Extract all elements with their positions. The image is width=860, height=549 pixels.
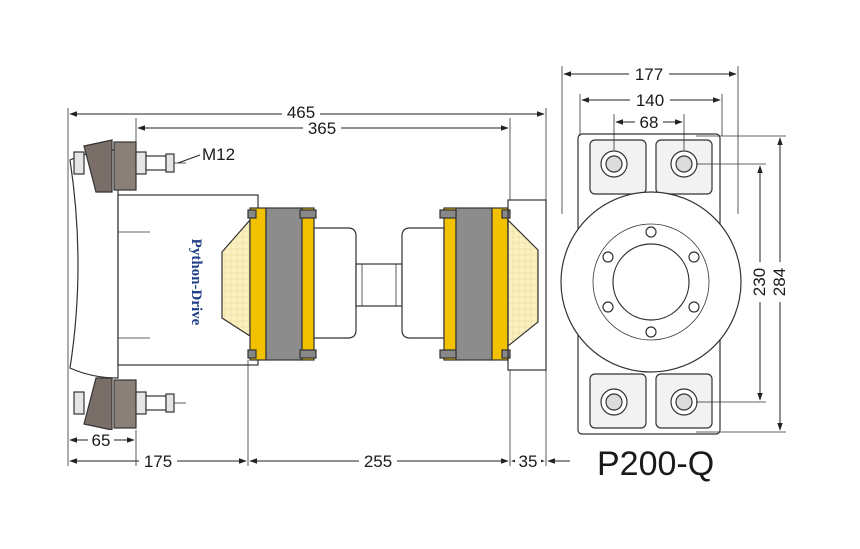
m12-bolt-bottom xyxy=(73,391,186,415)
dim-175: 175 xyxy=(144,452,172,471)
dim-465: 465 xyxy=(287,103,315,122)
m12-bolt-top xyxy=(73,151,186,175)
bolt-head-bottom-left xyxy=(600,388,628,416)
shaft xyxy=(355,263,403,307)
dim-65: 65 xyxy=(92,431,111,450)
flange-bore xyxy=(612,243,690,321)
bolt-head-top-right xyxy=(670,150,698,178)
left-coupling xyxy=(221,207,357,361)
dim-68: 68 xyxy=(640,113,659,132)
bolt-callout: M12 xyxy=(202,145,235,164)
dim-177: 177 xyxy=(635,65,663,84)
bolt-head-top-left xyxy=(600,150,628,178)
right-coupling xyxy=(401,199,547,371)
dim-35: 35 xyxy=(519,452,538,471)
dim-230: 230 xyxy=(750,268,769,296)
dim-140: 140 xyxy=(636,91,664,110)
dim-284: 284 xyxy=(770,268,789,296)
brand-label: Python-Drive xyxy=(188,239,204,326)
side-view: M12 Python-Drive xyxy=(67,102,570,471)
front-view: 177 140 68 230 284 P200-Q xyxy=(560,64,789,483)
dim-255: 255 xyxy=(364,452,392,471)
dim-365: 365 xyxy=(308,119,336,138)
flange-holes xyxy=(602,226,700,338)
flange-bolt-circle xyxy=(592,223,710,341)
bolt-head-bottom-right xyxy=(670,388,698,416)
model-label: P200-Q xyxy=(597,445,714,483)
